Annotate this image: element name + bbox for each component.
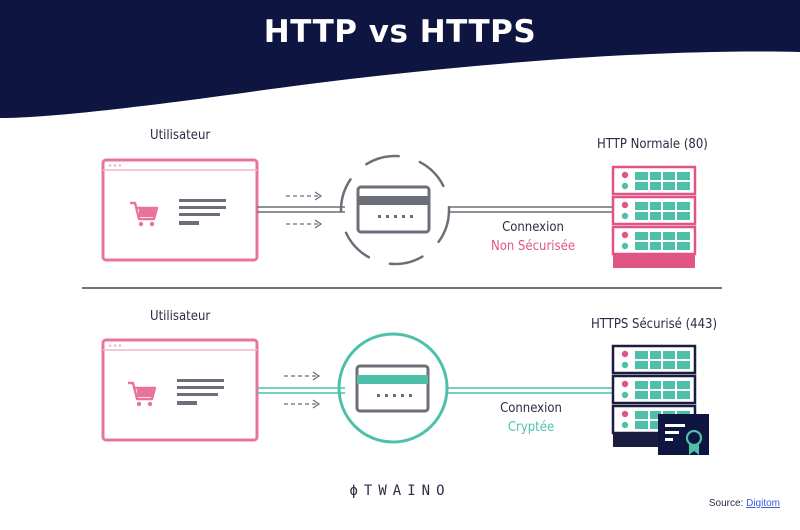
- shopping-cart-icon: [130, 201, 159, 227]
- https-connection-status: Cryptée: [507, 420, 555, 435]
- credit-card-icon: [355, 364, 430, 413]
- brand-logo: ϕTWAINO: [0, 483, 800, 499]
- page-title: HTTP vs HTTPS: [263, 14, 537, 50]
- https-browser-window: [101, 338, 259, 442]
- https-connection-label: Connexion: [500, 401, 562, 416]
- http-connection-status: Non Sécurisée: [490, 239, 576, 254]
- arrow-icon: [286, 219, 323, 229]
- source-credit: Source: Digitom: [709, 498, 780, 509]
- https-server-label: HTTPS Sécurisé (443): [591, 317, 718, 332]
- certificate-icon: [658, 414, 709, 455]
- brand-symbol-icon: ϕ: [349, 483, 364, 499]
- header-banner: [0, 0, 800, 118]
- http-user-label: Utilisateur: [150, 128, 211, 143]
- shopping-cart-icon: [128, 381, 157, 407]
- source-label: Source:: [708, 498, 744, 509]
- http-connection-label: Connexion: [502, 220, 564, 235]
- credit-card-icon: [356, 185, 431, 234]
- arrow-icon: [284, 399, 321, 409]
- https-user-label: Utilisateur: [150, 309, 211, 324]
- arrow-icon: [284, 371, 321, 381]
- source-link[interactable]: Digitom: [746, 498, 780, 509]
- brand-name: TWAINO: [363, 483, 451, 499]
- http-server-label: HTTP Normale (80): [597, 137, 708, 152]
- arrow-icon: [286, 191, 323, 201]
- http-browser-window: [101, 158, 259, 262]
- server-rack-icon: [611, 165, 697, 268]
